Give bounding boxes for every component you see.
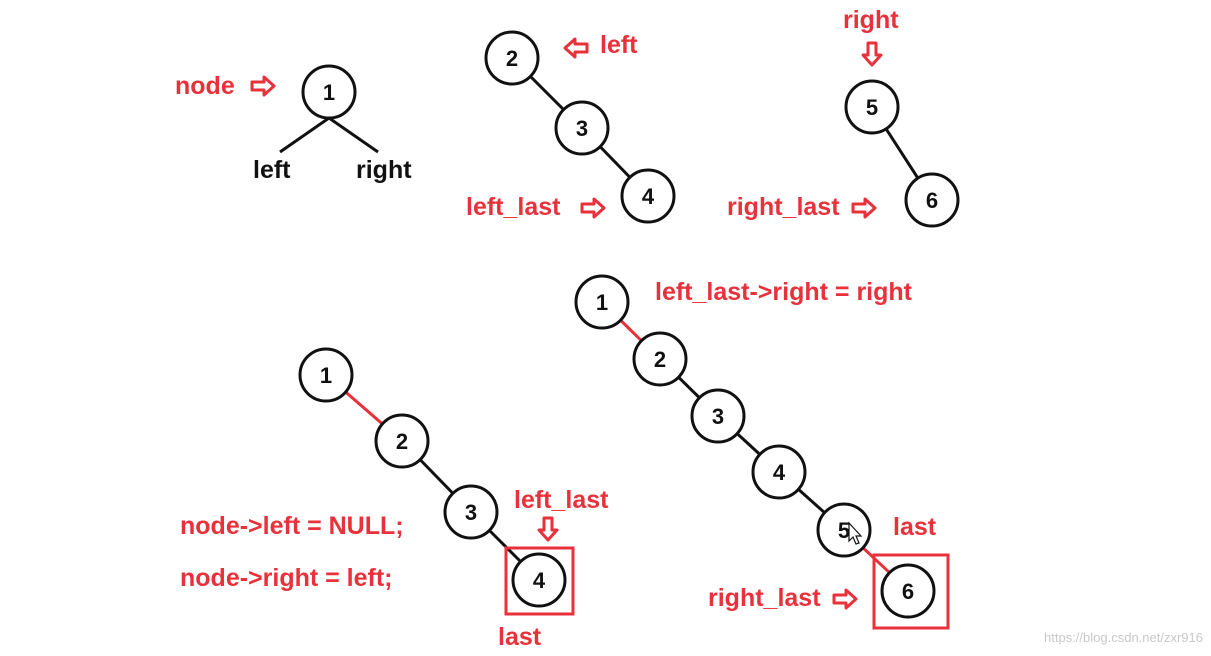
node-pointer-label: node [175,72,235,100]
right-child-label: right [356,156,412,184]
panel-right-subtree: right 5 6 right_last [727,6,960,228]
node-value: 4 [773,460,786,485]
right-branch-line [328,116,379,154]
panel-node-children: node 1 left right [175,64,412,184]
mouse-cursor-icon [848,521,863,545]
node-value: 4 [533,568,546,593]
last-label: last [893,513,937,541]
left-last-arrow-icon [537,516,559,542]
tree-node: 5 [844,79,900,135]
node-value: 4 [642,184,655,209]
right-pointer-label: right [843,6,899,34]
tree-node: 3 [554,100,610,156]
left-pointer-arrow-icon [563,37,589,59]
left-last-pointer-label: left_last [466,193,561,221]
node-value: 6 [902,579,914,604]
node-value: 3 [465,500,477,525]
tree-node: 1 [301,64,357,120]
panel-step-two: 1 2 3 4 5 6 left_last->right = right las… [574,274,950,630]
node-pointer-arrow-icon [250,75,276,97]
last-label: last [498,623,542,651]
node-value: 2 [396,429,408,454]
right-last-pointer-label: right_last [727,193,840,221]
tree-node: 1 [298,347,354,403]
code-line-1: node->left = NULL; [180,512,404,540]
tree-node: 5 [816,502,872,558]
node-value: 5 [866,95,878,120]
tree-node: 2 [484,30,540,86]
tree-node: 2 [374,413,430,469]
tree-node: 4 [620,168,676,224]
tree-node: 1 [574,274,630,330]
tree-node: 6 [880,563,936,619]
left-branch-line [279,116,330,154]
right-last-arrow-icon [851,197,877,219]
node-value: 3 [576,116,588,141]
right-pointer-arrow-icon [861,41,883,67]
right-last-arrow-icon [832,588,858,610]
node-value: 5 [838,518,850,543]
code-line: left_last->right = right [655,278,913,306]
highlight-box [504,546,575,616]
node-value: 1 [596,290,608,315]
panel-step-one: 1 2 3 4 left_last last node->left = NULL… [180,347,609,651]
left-pointer-label: left [600,31,638,59]
node-value: 3 [712,404,724,429]
tree-node: 3 [690,388,746,444]
code-line-2: node->right = left; [180,564,393,592]
tree-node: 3 [443,484,499,540]
tree-node: 2 [632,331,688,387]
node-value: 6 [926,188,938,213]
highlight-box [872,553,950,630]
node-value: 1 [323,80,335,105]
node-value: 2 [506,46,518,71]
tree-node: 4 [511,552,567,608]
panel-left-subtree: 2 3 4 left left_last [466,30,676,224]
left-last-arrow-icon [580,197,606,219]
left-last-pointer-label: left_last [514,486,609,514]
right-last-pointer-label: right_last [708,584,821,612]
left-child-label: left [253,156,291,184]
tree-node: 4 [751,444,807,500]
node-value: 2 [654,347,666,372]
node-value: 1 [320,363,332,388]
tree-node: 6 [904,172,960,228]
watermark-text: https://blog.csdn.net/zxr916 [1044,630,1203,645]
